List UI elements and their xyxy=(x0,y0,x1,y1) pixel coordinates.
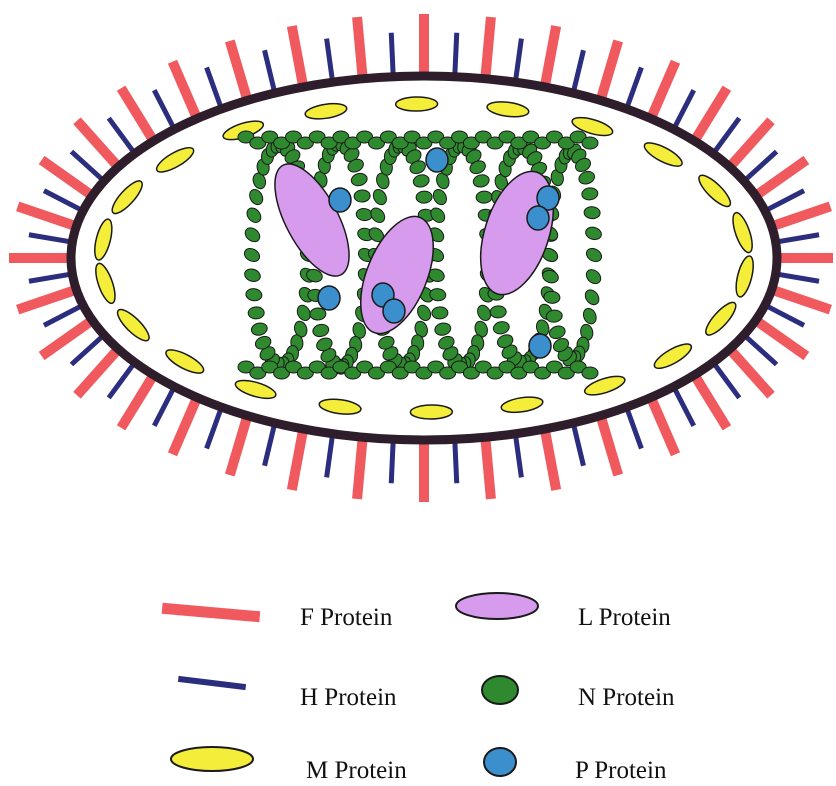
legend-label-f-protein: F Protein xyxy=(300,604,393,631)
h-protein-spike xyxy=(29,235,74,243)
f-protein-spike xyxy=(18,289,79,310)
f-protein-spike xyxy=(544,26,556,89)
f-protein-spike xyxy=(172,62,197,121)
f-protein-spike xyxy=(600,414,618,475)
legend: F Protein L Protein H Protein N Protein … xyxy=(162,593,675,784)
l-protein-legend-icon xyxy=(456,593,538,619)
h-protein-spike xyxy=(44,191,85,212)
n-protein xyxy=(310,308,327,321)
f-protein-spike xyxy=(230,41,248,102)
f-protein-spike xyxy=(18,206,79,227)
f-protein-spike xyxy=(770,289,831,310)
f-protein-spike xyxy=(357,17,363,81)
legend-item-p-protein: P Protein xyxy=(484,748,667,784)
h-protein-spike xyxy=(265,50,276,95)
h-protein-spike xyxy=(29,274,74,282)
h-protein-spike xyxy=(391,33,393,79)
f-protein-spike xyxy=(172,396,197,455)
f-protein-spike xyxy=(650,62,675,121)
h-protein-spike xyxy=(455,437,457,483)
h-protein-spike xyxy=(207,405,223,448)
f-protein-spike xyxy=(600,41,618,102)
m-protein xyxy=(410,405,452,419)
legend-label-h-protein: H Protein xyxy=(300,684,397,711)
legend-item-n-protein: N Protein xyxy=(482,676,675,711)
f-protein-spike xyxy=(485,17,491,81)
p-protein xyxy=(383,299,405,323)
p-protein xyxy=(529,334,551,358)
m-protein-legend-icon xyxy=(171,747,253,771)
legend-item-l-protein: L Protein xyxy=(456,593,671,631)
m-protein xyxy=(396,97,438,111)
h-protein-spike xyxy=(573,421,584,466)
legend-label-l-protein: L Protein xyxy=(578,604,671,631)
n-protein xyxy=(416,191,433,204)
h-protein-spike xyxy=(774,274,819,282)
n-protein-legend-icon xyxy=(482,676,518,704)
h-protein-spike xyxy=(327,39,333,85)
h-protein-spike xyxy=(154,385,175,426)
h-protein-spike xyxy=(265,421,276,466)
p-protein xyxy=(527,206,549,230)
h-protein-spike xyxy=(109,118,136,155)
n-protein xyxy=(354,190,371,203)
h-protein-spike xyxy=(455,33,457,79)
h-protein-spike xyxy=(207,68,223,111)
h-protein-spike xyxy=(742,334,776,365)
n-protein xyxy=(582,137,598,149)
legend-label-n-protein: N Protein xyxy=(578,684,675,711)
n-protein xyxy=(490,306,507,319)
h-protein-spike xyxy=(515,432,521,478)
h-protein-spike xyxy=(71,152,105,183)
h-protein-spike xyxy=(774,235,819,243)
p-protein-legend-icon xyxy=(484,748,516,776)
p-protein xyxy=(426,148,448,172)
h-protein-spike xyxy=(515,39,521,85)
p-protein xyxy=(329,188,351,212)
legend-label-p-protein: P Protein xyxy=(575,757,667,784)
h-protein-spike xyxy=(154,90,175,131)
f-protein-spike xyxy=(357,435,363,499)
legend-label-m-protein: M Protein xyxy=(306,757,407,784)
h-protein-spike xyxy=(742,152,776,183)
f-protein-spike xyxy=(770,206,831,227)
p-protein xyxy=(318,286,340,310)
f-protein-spike xyxy=(485,435,491,499)
f-protein-spike xyxy=(292,427,304,490)
f-protein-spike xyxy=(121,88,155,143)
h-protein-spike xyxy=(673,385,694,426)
h-protein-spike xyxy=(626,68,642,111)
n-protein xyxy=(476,191,493,204)
legend-item-f-protein: F Protein xyxy=(162,603,393,631)
h-protein-spike xyxy=(109,361,136,398)
h-protein-legend-icon xyxy=(178,676,246,690)
h-protein-spike xyxy=(71,334,105,365)
f-protein-spike xyxy=(292,26,304,89)
f-protein-spike xyxy=(121,373,155,428)
h-protein-spike xyxy=(712,361,739,398)
h-protein-spike xyxy=(327,432,333,478)
h-protein-spike xyxy=(391,437,393,483)
f-protein-spike xyxy=(544,427,556,490)
h-protein-spike xyxy=(626,405,642,448)
h-protein-spike xyxy=(763,304,804,325)
h-protein-spike xyxy=(763,191,804,212)
legend-item-m-protein: M Protein xyxy=(171,747,407,784)
h-protein-spike xyxy=(673,90,694,131)
f-protein-spike xyxy=(230,414,248,475)
n-protein xyxy=(432,307,449,320)
h-protein-spike xyxy=(712,118,739,155)
legend-item-h-protein: H Protein xyxy=(178,676,397,711)
f-protein-legend-icon xyxy=(162,603,261,622)
n-protein xyxy=(248,307,265,320)
f-protein-spike xyxy=(650,396,675,455)
n-protein xyxy=(582,367,598,379)
h-protein-spike xyxy=(44,304,85,325)
f-protein-spike xyxy=(693,373,727,428)
h-protein-spike xyxy=(573,50,584,95)
f-protein-spike xyxy=(693,88,727,143)
